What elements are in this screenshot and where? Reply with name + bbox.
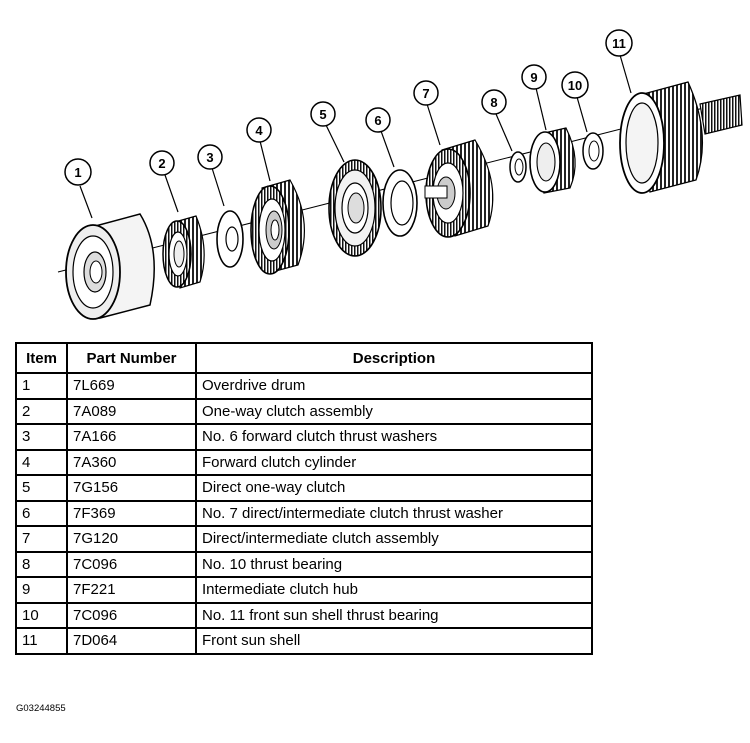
cell-item: 11 — [15, 627, 68, 655]
cell-part-number: 7L669 — [66, 372, 197, 400]
callout-9: 9 — [521, 64, 547, 90]
callout-7: 7 — [413, 80, 439, 106]
svg-text:10: 10 — [568, 78, 582, 93]
cell-description: One-way clutch assembly — [195, 397, 593, 425]
part-2-one-way-clutch — [162, 215, 205, 289]
cell-part-number: 7F221 — [66, 576, 197, 604]
svg-text:7: 7 — [422, 86, 429, 101]
svg-text:4: 4 — [255, 123, 263, 138]
cell-part-number: 7A089 — [66, 397, 197, 425]
header-item: Item — [15, 342, 68, 374]
svg-text:2: 2 — [158, 156, 165, 171]
cell-item: 5 — [15, 474, 68, 502]
cell-part-number: 7C096 — [66, 601, 197, 629]
leader-lines — [79, 54, 632, 219]
svg-text:1: 1 — [74, 165, 81, 180]
cell-description: Intermediate clutch hub — [195, 576, 593, 604]
cell-description: No. 6 forward clutch thrust washers — [195, 423, 593, 451]
svg-text:5: 5 — [319, 107, 326, 122]
cell-part-number: 7G120 — [66, 525, 197, 553]
cell-part-number: 7A166 — [66, 423, 197, 451]
exploded-view-diagram: 1 2 3 4 5 6 7 8 9 10 11 — [57, 29, 743, 320]
cell-item: 3 — [15, 423, 68, 451]
svg-text:6: 6 — [374, 113, 381, 128]
callout-6: 6 — [365, 107, 391, 133]
svg-text:3: 3 — [206, 150, 213, 165]
callout-2: 2 — [149, 150, 175, 176]
part-11-front-sun-shell — [619, 81, 743, 194]
cell-part-number: 7C096 — [66, 550, 197, 578]
cell-part-number: 7D064 — [66, 627, 197, 655]
part-3-thrust-washer — [216, 210, 244, 268]
cell-description: Overdrive drum — [195, 372, 593, 400]
cell-description: Forward clutch cylinder — [195, 448, 593, 476]
part-9-intermediate-clutch-hub — [529, 127, 576, 194]
cell-part-number: 7G156 — [66, 474, 197, 502]
cell-description: Direct/intermediate clutch assembly — [195, 525, 593, 553]
cell-description: Direct one-way clutch — [195, 474, 593, 502]
callout-1: 1 — [64, 158, 92, 186]
cell-item: 10 — [15, 601, 68, 629]
cell-description: No. 11 front sun shell thrust bearing — [195, 601, 593, 629]
cell-part-number: 7A360 — [66, 448, 197, 476]
part-5-direct-one-way-clutch — [328, 159, 382, 257]
callout-4: 4 — [246, 117, 272, 143]
part-8-thrust-bearing — [509, 151, 527, 183]
cell-description: No. 10 thrust bearing — [195, 550, 593, 578]
cell-item: 9 — [15, 576, 68, 604]
callout-8: 8 — [481, 89, 507, 115]
header-part-number: Part Number — [66, 342, 197, 374]
part-7-direct-intermediate-clutch — [424, 139, 494, 238]
callout-5: 5 — [310, 101, 336, 127]
cell-description: Front sun shell — [195, 627, 593, 655]
cell-item: 6 — [15, 499, 68, 527]
svg-text:9: 9 — [530, 70, 537, 85]
cell-item: 4 — [15, 448, 68, 476]
callout-3: 3 — [197, 144, 223, 170]
cell-item: 8 — [15, 550, 68, 578]
header-description: Description — [195, 342, 593, 374]
cell-description: No. 7 direct/intermediate clutch thrust … — [195, 499, 593, 527]
cell-item: 2 — [15, 397, 68, 425]
callout-11: 11 — [605, 29, 633, 57]
svg-text:8: 8 — [490, 95, 497, 110]
callout-10: 10 — [561, 71, 589, 99]
part-1-overdrive-drum — [65, 213, 155, 320]
svg-text:11: 11 — [612, 36, 626, 51]
part-10-thrust-bearing — [582, 132, 604, 170]
figure-code: G03244855 — [16, 703, 66, 714]
part-4-forward-clutch-cylinder — [250, 179, 305, 275]
part-6-thrust-washer — [382, 169, 418, 237]
cell-item: 1 — [15, 372, 68, 400]
cell-part-number: 7F369 — [66, 499, 197, 527]
table-header-row: Item Part Number Description — [15, 342, 593, 374]
cell-item: 7 — [15, 525, 68, 553]
